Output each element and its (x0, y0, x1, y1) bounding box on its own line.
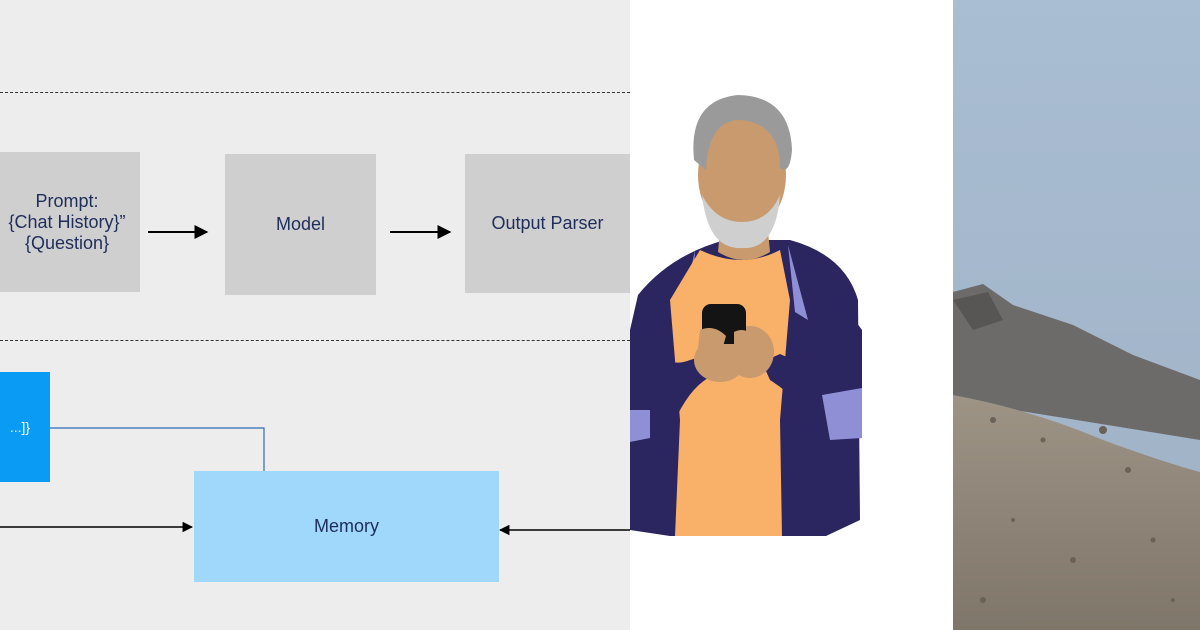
prompt-question: {Question} (24, 232, 110, 253)
dashed-divider-bottom (0, 340, 630, 341)
distant-mountain (953, 284, 1200, 440)
blue-input-box: ...]} (0, 372, 50, 482)
rocks (980, 417, 1175, 603)
head (698, 117, 786, 233)
foreground-slope (953, 395, 1200, 630)
hair (693, 95, 792, 170)
connector-blue-to-memory (50, 427, 265, 471)
blue-box-label: ...]} (9, 418, 31, 435)
memory-box: Memory (194, 471, 499, 582)
shirt (670, 250, 790, 536)
prompt-title: Prompt: (35, 190, 99, 211)
prompt-chat-history: {Chat History}” (8, 211, 126, 232)
model-box: Model (225, 154, 376, 295)
flow-diagram: Prompt: {Chat History}” {Question} Model… (0, 0, 630, 630)
model-label: Model (275, 214, 326, 234)
beard (702, 195, 780, 249)
diagram-arrows (0, 225, 630, 536)
person-with-phone-illustration (630, 95, 862, 536)
mountain-landscape-photo (953, 0, 1200, 630)
output-parser-label: Output Parser (491, 213, 604, 233)
dashed-divider-top (0, 92, 630, 93)
output-parser-box: Output Parser (465, 154, 630, 293)
prompt-box: Prompt: {Chat History}” {Question} (0, 152, 140, 292)
memory-label: Memory (313, 516, 379, 536)
person-illustration-panel (630, 0, 953, 630)
landscape-photo (953, 0, 1200, 630)
